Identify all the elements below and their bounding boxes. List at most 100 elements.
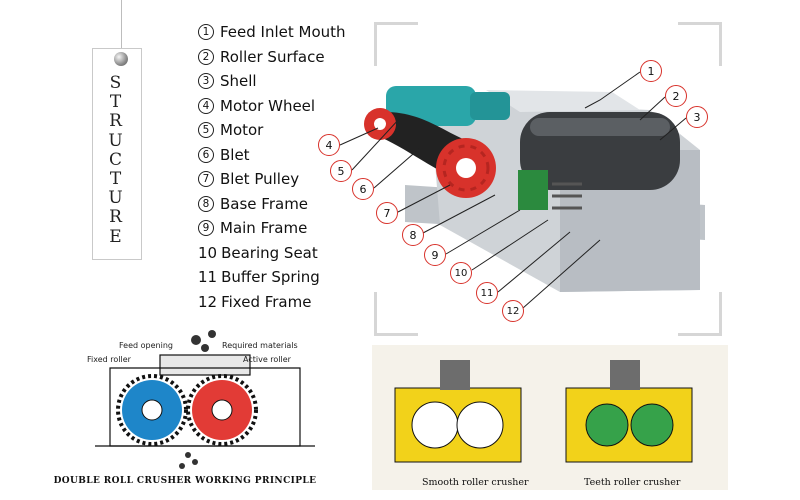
legend-item: 2 Roller Surface (198, 47, 325, 67)
legend-label: Main Frame (220, 219, 308, 237)
legend-label: Bearing Seat (221, 243, 318, 262)
legend-label: Fixed Frame (221, 292, 312, 311)
legend-label: Blet Pulley (220, 170, 300, 188)
callout-marker: 9 (424, 244, 446, 266)
legend-number: 10 (198, 243, 218, 262)
legend-item: 1 Feed Inlet Mouth (198, 22, 346, 42)
legend-number: 1 (198, 24, 214, 40)
tag-string (121, 0, 122, 52)
structure-letter: R (109, 207, 123, 228)
frame-corner-tr-h (678, 22, 722, 25)
callout-marker: 6 (352, 178, 374, 200)
legend-number: 12 (198, 292, 218, 311)
legend-item: 6 Blet (198, 145, 250, 165)
leader-lines (339, 71, 687, 309)
callout-marker: 2 (665, 85, 687, 107)
legend-number: 11 (198, 268, 218, 286)
feed-inlet-shape (486, 90, 640, 112)
smooth-roller-hopper (440, 360, 470, 390)
structure-tag (92, 48, 142, 260)
structure-letter: E (109, 226, 123, 247)
material-pieces (179, 330, 216, 469)
belt-pulley-hub (456, 158, 476, 178)
frame-corner-bl-h (374, 333, 418, 336)
belt-pulley-spokes (442, 144, 490, 192)
legend-item: 7 Blet Pulley (198, 169, 299, 189)
smooth-roller-caption: Smooth roller crusher (422, 477, 529, 488)
structure-letter: U (108, 188, 124, 209)
legend-number: 3 (198, 73, 214, 89)
feed-opening-shape (159, 354, 251, 376)
legend-label: Base Frame (220, 194, 309, 213)
callout-marker: 10 (450, 262, 472, 284)
teeth-roller-hopper (610, 360, 640, 390)
teeth-roller-right-icon (630, 403, 674, 447)
motor-end (470, 92, 510, 120)
legend-item: 8 Base Frame (198, 194, 308, 214)
fixed-roller-label: Fixed roller (87, 355, 131, 364)
working-principle-caption: DOUBLE ROLL CRUSHER WORKING PRINCIPLE (53, 476, 317, 486)
legend-label: Roller Surface (220, 47, 325, 66)
frame-corner-br-v (719, 292, 722, 336)
feed-opening-label: Feed opening (119, 341, 173, 350)
active-roller-label: Active roller (243, 355, 291, 364)
callout-marker: 5 (330, 160, 352, 182)
structure-letter: U (108, 130, 124, 151)
fixed-roller-teeth (116, 374, 188, 446)
buffer-spring-icon (552, 182, 582, 210)
teeth-roller-caption: Teeth roller crusher (584, 477, 681, 488)
teeth-roller-left-icon (585, 403, 629, 447)
bearing-seat-shape (518, 170, 548, 210)
frame-corner-br-h (678, 333, 722, 336)
frame-corner-tr-v (719, 22, 722, 66)
callout-marker: 11 (476, 282, 498, 304)
legend-label: Buffer Spring (221, 268, 320, 286)
structure-letter: T (109, 92, 123, 113)
legend-number: 9 (198, 220, 214, 236)
frame-corner-bl-v (374, 292, 377, 336)
active-roller-teeth (186, 374, 258, 446)
legend-number: 2 (198, 48, 214, 65)
motor-wheel-hub (374, 118, 386, 130)
structure-letter: S (109, 73, 123, 93)
legend-item: 3 Shell (198, 71, 257, 91)
required-materials-label: Required materials (222, 341, 298, 350)
smooth-roller-right-icon (456, 401, 504, 449)
legend-number: 5 (198, 122, 214, 138)
callout-marker: 3 (686, 106, 708, 128)
frame-corner-tl-h (374, 22, 418, 25)
legend-number: 4 (198, 97, 214, 114)
structure-letter: R (109, 111, 123, 132)
legend-label: Motor (220, 121, 264, 139)
legend-item: 5 Motor (198, 120, 263, 140)
structure-letter: T (109, 169, 123, 190)
legend-label: Blet (220, 145, 250, 164)
legend-number: 7 (198, 171, 214, 187)
legend-label: Feed Inlet Mouth (220, 23, 346, 41)
frame-corner-tl-v (374, 22, 377, 66)
tag-hole-icon (114, 52, 128, 66)
legend-item: 9 Main Frame (198, 218, 307, 238)
legend-label: Motor Wheel (220, 96, 316, 115)
callout-marker: 8 (402, 224, 424, 246)
callout-marker: 1 (640, 60, 662, 82)
callout-marker: 12 (502, 300, 524, 322)
smooth-roller-left-icon (411, 401, 459, 449)
callout-marker: 7 (376, 202, 398, 224)
legend-number: 8 (198, 195, 214, 212)
active-roller-hub (211, 399, 233, 421)
callout-marker: 4 (318, 134, 340, 156)
fixed-roller-hub (141, 399, 163, 421)
legend-item: 4 Motor Wheel (198, 96, 315, 116)
roller-highlight (530, 118, 670, 136)
legend-label: Shell (220, 72, 257, 90)
legend-number: 6 (198, 146, 214, 163)
